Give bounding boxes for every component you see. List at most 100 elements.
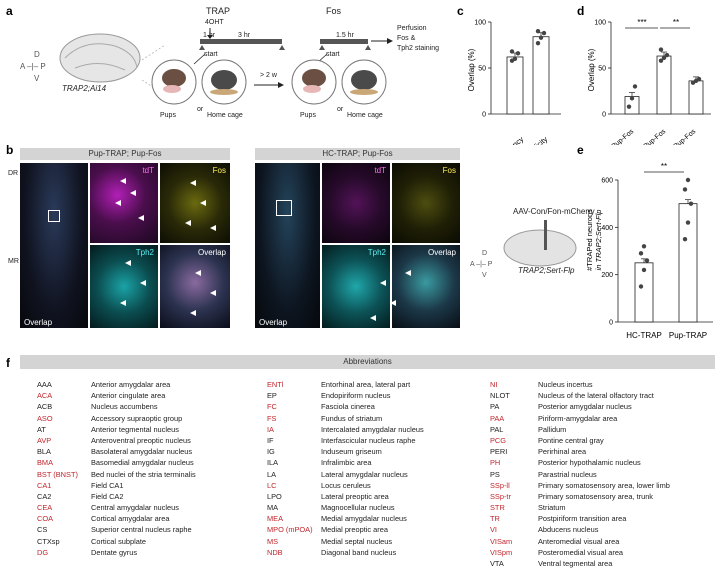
abbreviation-code: SSp-tr xyxy=(490,491,511,501)
abbreviation-name: Fasciola cinerea xyxy=(321,402,375,412)
chart-d-sig1: *** xyxy=(637,18,646,27)
abbreviation-name: Entorhinal area, lateral part xyxy=(321,380,411,389)
abbreviation-code: STR xyxy=(490,503,505,513)
mouse-brain-illustration xyxy=(59,33,141,83)
abbreviation-code: NLOT xyxy=(490,391,510,401)
chart-e-ytick-label-2: 400 xyxy=(601,225,613,232)
abbreviation-row: MA Magnocellular nucleus xyxy=(267,502,482,513)
fos-1-5hr: 1.5 hr xyxy=(336,32,354,39)
chart-c-ytick-label-2: 100 xyxy=(474,20,486,27)
abbreviation-code: LPO xyxy=(267,491,282,501)
chart-e-ytick-label-1: 200 xyxy=(601,272,613,279)
chart-c-bar-0 xyxy=(506,56,524,115)
chart-e-point-1-1 xyxy=(685,220,691,225)
trap-condition-circles xyxy=(151,59,247,105)
abbreviations-header: Abbreviations xyxy=(20,355,715,369)
chart-e-point-1-2 xyxy=(688,201,694,206)
e-compass-ap: A –|– P xyxy=(470,261,493,268)
abbreviation-code: PERI xyxy=(490,447,508,457)
chart-d-bar-2 xyxy=(688,80,704,115)
arrowhead-17 xyxy=(370,315,376,321)
chart-e-point-1-0 xyxy=(682,236,688,242)
abbreviation-code: LC xyxy=(267,480,277,490)
abbreviation-name: Central amygdalar nucleus xyxy=(91,503,179,513)
abbreviation-name: Magnocellular nucleus xyxy=(321,503,395,513)
abbreviation-code: PAL xyxy=(490,424,504,434)
arrowhead-16 xyxy=(405,270,411,276)
abbreviation-name: Pallidum xyxy=(538,424,567,434)
chart-c-point-0-2 xyxy=(515,51,521,56)
chart-d-point-1-2 xyxy=(664,52,670,58)
abbreviation-code: ASO xyxy=(37,413,53,423)
chart-d-point-0-0 xyxy=(626,104,632,109)
abbreviation-code: VISpm xyxy=(490,547,513,557)
chart-c-ytick-label-1: 50 xyxy=(478,66,486,73)
trap-title: TRAP xyxy=(206,6,231,16)
start-arrow-1 xyxy=(193,53,206,65)
abbreviation-code: IF xyxy=(267,435,274,445)
abbreviation-code: BMA xyxy=(37,458,54,468)
abbreviation-code: DG xyxy=(37,547,49,557)
chart-d-ytick-label-0: 0 xyxy=(602,112,606,119)
gap-label: > 2 w xyxy=(260,72,277,79)
chart-c-point-0-3 xyxy=(509,49,515,54)
abbreviation-name: Interfascicular nucleus raphe xyxy=(321,435,416,445)
chart-c-point-1-3 xyxy=(535,29,541,34)
arrowhead-10 xyxy=(120,300,126,306)
abbreviation-row: PAL Pallidum xyxy=(490,424,720,435)
abbreviation-name: Medial preoptic area xyxy=(321,525,388,535)
overview-overlap-label-2: Overlap xyxy=(259,318,288,327)
abbreviation-name: Piriform-amygdalar area xyxy=(538,413,618,423)
abbreviation-name: Lateral preoptic area xyxy=(321,491,389,501)
panel-letter-b: b xyxy=(6,143,14,157)
fos-timeline xyxy=(319,39,371,50)
fos-label-2: Fos xyxy=(442,166,456,175)
chart-d-point-1-0 xyxy=(658,58,664,63)
abbreviation-code: PS xyxy=(490,469,500,479)
abbreviation-code: NI xyxy=(490,380,498,389)
abbreviation-name: Superior central nucleus raphe xyxy=(91,525,192,535)
micrograph-pup-tph2: Tph2 xyxy=(90,245,158,328)
chart-c-point-1-0 xyxy=(535,40,541,46)
fos-label-1: Fos xyxy=(212,166,226,175)
panel-letter-d: d xyxy=(577,4,585,18)
abbreviation-code: AT xyxy=(37,424,46,434)
abbreviation-name: Posteromedial visual area xyxy=(538,547,624,557)
chart-e-ylabel2: in TRAP2;Sert-Flp xyxy=(594,210,603,271)
abbreviation-name: Nucleus incertus xyxy=(538,380,593,389)
compass-v: V xyxy=(34,74,40,83)
abbreviation-name: Infralimbic area xyxy=(321,458,372,468)
abbreviation-name: Field CA1 xyxy=(91,480,124,490)
abbreviation-code: PH xyxy=(490,458,501,468)
arrowhead-markers xyxy=(115,178,411,321)
abbreviation-name: Basolateral amygdalar nucleus xyxy=(91,447,193,457)
overlap-label-2: Overlap xyxy=(427,248,456,257)
chart-c-cat-0: Efficiency xyxy=(495,134,525,145)
abbreviation-code: MA xyxy=(267,503,279,513)
abbreviation-code: PAA xyxy=(490,413,505,423)
abbreviation-code: CA1 xyxy=(37,480,52,490)
mr-label: MR xyxy=(8,258,19,265)
perfusion-line1: Perfusion xyxy=(397,25,427,32)
micrograph-pup-tdt: tdT xyxy=(90,163,158,243)
